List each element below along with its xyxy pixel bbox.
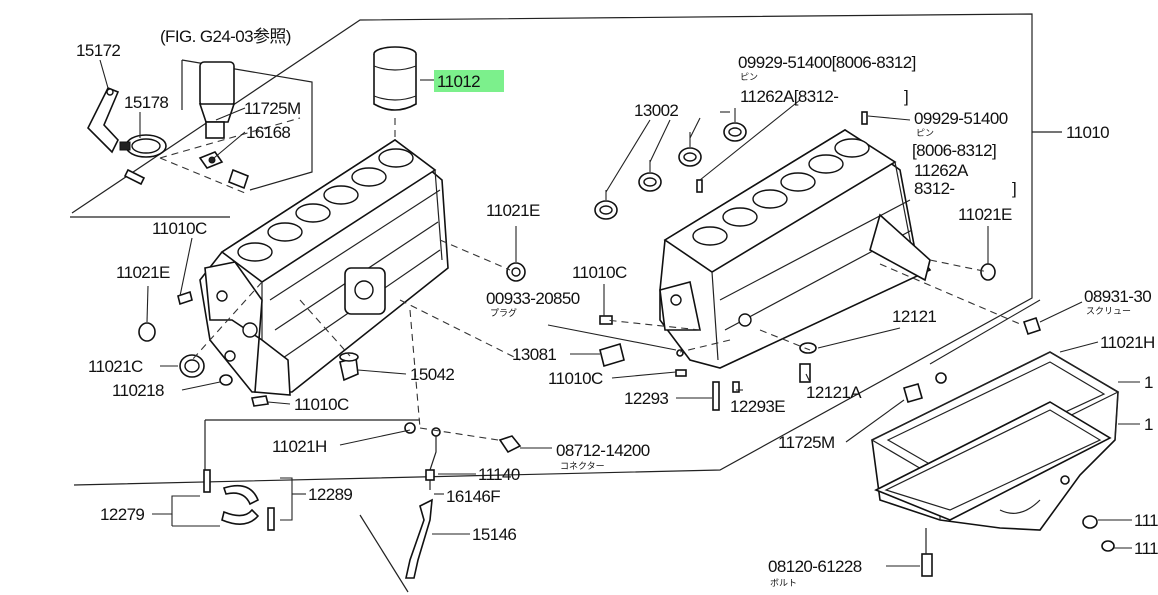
label-09929-right[interactable]: 09929-51400 [914,109,1008,128]
part-highlight [434,70,504,92]
oil-filter-11012 [373,46,417,150]
label-08120-sub: ボルト [770,578,797,588]
label-09929-right-sub: ピン [916,128,934,138]
callout-labels: (FIG. G24-03参照) 11012 15172 15178 11725M… [76,27,1158,588]
label-111-a[interactable]: 111 [1134,511,1158,530]
label-11010c-low[interactable]: 11010C [548,369,604,388]
label-13081[interactable]: 13081 [512,345,557,364]
label-00933[interactable]: 00933-20850 [486,289,580,308]
label-11010c-left[interactable]: 11010C [152,219,208,238]
bracket-15172 [87,86,120,154]
oil-pan [870,351,1120,577]
label-pan-2[interactable]: 1 [1144,415,1154,434]
label-08931[interactable]: 08931-30 [1084,287,1152,306]
label-09929-top-sub: ピン [740,72,758,82]
label-11725m-top[interactable]: 11725M [244,99,301,118]
label-pan-1[interactable]: 1 [1144,373,1154,392]
cylinder-block-left [199,139,449,396]
right-small-parts [594,108,1042,411]
label-12289[interactable]: 12289 [308,485,353,504]
label-11012[interactable]: 11012 [437,72,481,91]
label-09929-top[interactable]: 09929-51400[8006-8312] [738,53,916,72]
label-11010c-bottom[interactable]: 11010C [294,395,350,414]
filter-small [199,61,235,107]
label-111-b[interactable]: 111 [1134,539,1158,558]
label-16168[interactable]: 16168 [246,123,291,142]
label-00933-sub: プラグ [490,307,517,318]
label-11140[interactable]: 11140 [478,465,520,484]
label-12293[interactable]: 12293 [624,389,669,408]
cylinder-block-right [659,129,932,369]
label-16146f[interactable]: 16146F [446,487,501,506]
label-11725m-bottom[interactable]: 11725M [778,433,835,452]
left-small-parts [138,262,526,407]
label-11262a-top-end: ] [904,87,908,106]
left-dashed-leaders [191,239,521,429]
label-11010[interactable]: 11010 [1066,123,1110,142]
label-11021h-left[interactable]: 11021H [272,437,327,456]
label-08120[interactable]: 08120-61228 [768,557,862,576]
group-frames [70,13,1062,593]
label-15172[interactable]: 15172 [76,41,121,60]
label-11021e-left[interactable]: 11021E [116,263,171,282]
label-leaders [99,59,1140,567]
label-11262a-top[interactable]: 11262A[8312- [740,87,839,106]
label-11021c[interactable]: 11021C [88,357,144,376]
label-8312-right-end: ] [1012,179,1016,198]
label-12121a[interactable]: 12121A [806,383,863,402]
label-11010c-mid[interactable]: 11010C [572,263,628,282]
label-8312-right: 8312- [914,179,954,198]
label-15178[interactable]: 15178 [124,93,169,112]
label-11262a-right[interactable]: 11262A [914,161,970,180]
label-11021h-right[interactable]: 11021H [1100,333,1155,352]
label-11021e-mid[interactable]: 11021E [486,201,541,220]
label-8006-8312: [8006-8312] [912,141,996,160]
label-11021e-right[interactable]: 11021E [958,205,1013,224]
right-dashed-leaders [605,259,1021,353]
label-15146[interactable]: 15146 [472,525,517,544]
bottom-left-parts [203,422,522,579]
label-08712-sub: コネクター [560,461,605,471]
label-12121[interactable]: 12121 [892,307,937,326]
label-110218[interactable]: 110218 [112,381,165,400]
label-12279[interactable]: 12279 [100,505,145,524]
label-12293e[interactable]: 12293E [730,397,786,416]
label-fig-ref: (FIG. G24-03参照) [160,27,291,46]
label-15042[interactable]: 15042 [410,365,455,384]
label-13002[interactable]: 13002 [634,101,679,120]
label-08712[interactable]: 08712-14200 [556,441,650,460]
label-08931-sub: スクリュー [1086,306,1131,316]
oil-filter-bracket-group [87,59,313,194]
